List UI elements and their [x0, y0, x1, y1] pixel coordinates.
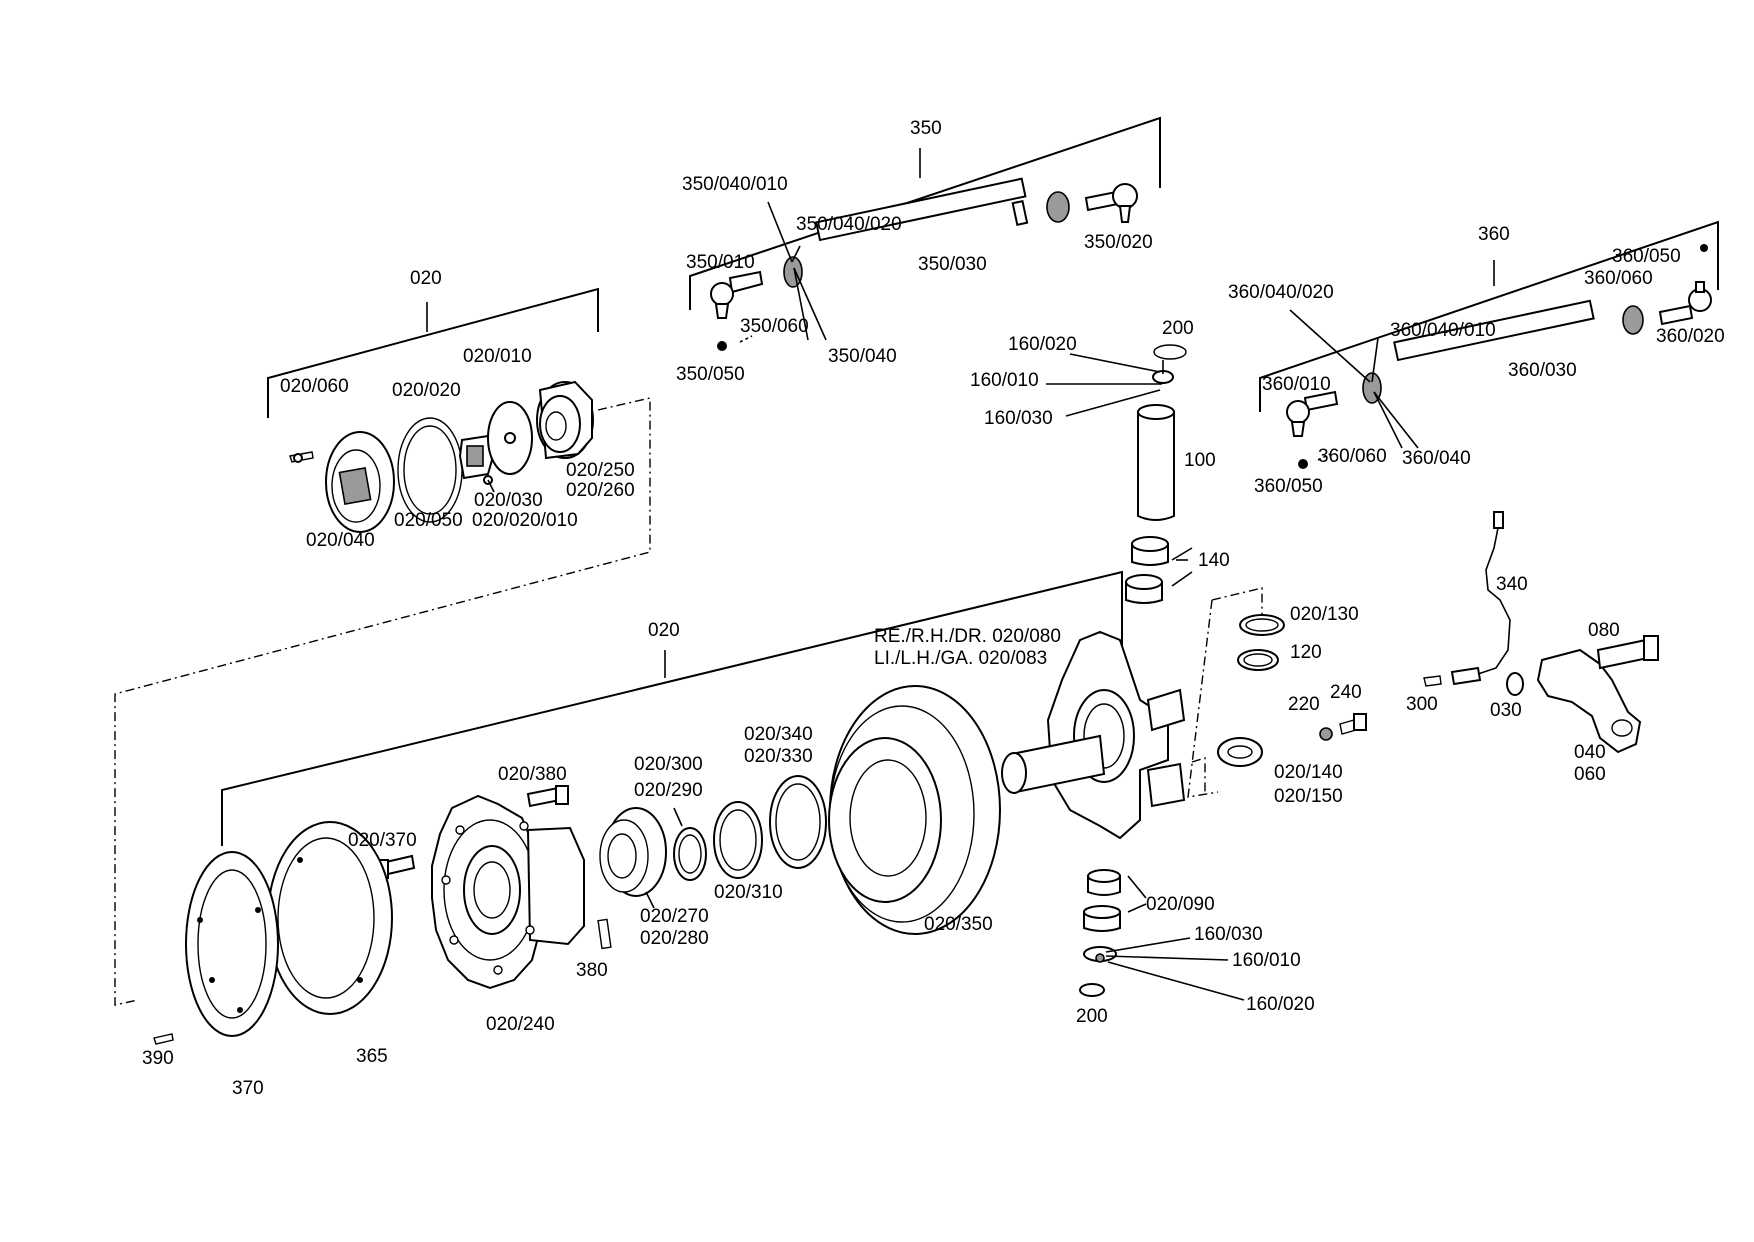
label-350-040-020: 350/040/020 — [796, 214, 902, 235]
label-020-270: 020/270 — [640, 906, 709, 927]
bolts-220-240 — [1319, 713, 1367, 741]
boundary-cap-group — [114, 397, 651, 1006]
label-030: 030 — [1490, 700, 1522, 721]
label-020-140: 020/140 — [1274, 762, 1343, 783]
label-360-040-020: 360/040/020 — [1228, 282, 1334, 303]
label-080: 080 — [1588, 620, 1620, 641]
label-020-130: 020/130 — [1290, 604, 1359, 625]
label-020-090: 020/090 — [1146, 894, 1215, 915]
label-020-top: 020 — [410, 268, 442, 289]
label-360-050-b: 360/050 — [1254, 476, 1323, 497]
label-360-020: 360/020 — [1656, 326, 1725, 347]
label-020-340: 020/340 — [744, 724, 813, 745]
outer-rings — [153, 821, 393, 1045]
leader-lines — [645, 201, 1419, 1001]
label-120: 120 — [1290, 642, 1322, 663]
label-350-010: 350/010 — [686, 252, 755, 273]
group-bracket-020-main — [221, 570, 1123, 846]
label-160-010-bot: 160/010 — [1232, 950, 1301, 971]
label-160-020-bot: 160/020 — [1246, 994, 1315, 1015]
hub-cap-group — [289, 380, 594, 533]
label-360-010: 360/010 — [1262, 374, 1331, 395]
label-020-250: 020/250 — [566, 460, 635, 481]
label-380: 380 — [576, 960, 608, 981]
label-350-050: 350/050 — [676, 364, 745, 385]
label-020-350: 020/350 — [924, 914, 993, 935]
label-140: 140 — [1198, 550, 1230, 571]
label-350-040-010: 350/040/010 — [682, 174, 788, 195]
label-360: 360 — [1478, 224, 1510, 245]
label-360-040-010: 360/040/010 — [1390, 320, 1496, 341]
label-040: 040 — [1574, 742, 1606, 763]
label-350-040: 350/040 — [828, 346, 897, 367]
label-360-060-b: 360/060 — [1318, 446, 1387, 467]
label-020-040: 020/040 — [306, 530, 375, 551]
label-200-bot: 200 — [1076, 1006, 1108, 1027]
group-bracket-350 — [689, 116, 1161, 310]
label-200-top: 200 — [1162, 318, 1194, 339]
label-020-380: 020/380 — [498, 764, 567, 785]
label-020-300: 020/300 — [634, 754, 703, 775]
label-390: 390 — [142, 1048, 174, 1069]
label-350: 350 — [910, 118, 942, 139]
label-020-main: 020 — [648, 620, 680, 641]
group-bracket-020-top — [267, 287, 599, 418]
brake-disc — [828, 685, 1001, 935]
label-020-370: 020/370 — [348, 830, 417, 851]
steering-knuckle — [1001, 630, 1186, 840]
label-160-020-top: 160/020 — [1008, 334, 1077, 355]
label-020-330: 020/330 — [744, 746, 813, 767]
label-020-290: 020/290 — [634, 780, 703, 801]
label-370: 370 — [232, 1078, 264, 1099]
seal-rings — [673, 775, 827, 881]
label-360-050: 360/050 — [1612, 246, 1681, 267]
label-020-020: 020/020 — [392, 380, 461, 401]
label-100: 100 — [1184, 450, 1216, 471]
label-160-030-bot: 160/030 — [1194, 924, 1263, 945]
tie-rod-360 — [1286, 244, 1712, 469]
label-020-050: 020/050 — [394, 510, 463, 531]
lower-kingpin-parts — [1079, 869, 1121, 997]
label-020-150: 020/150 — [1274, 786, 1343, 807]
label-340: 340 — [1496, 574, 1528, 595]
label-020-260: 020/260 — [566, 480, 635, 501]
label-020-030: 020/030 — [474, 490, 543, 511]
wheel-bearing — [599, 807, 667, 897]
label-220: 220 — [1288, 694, 1320, 715]
label-020-240: 020/240 — [486, 1014, 555, 1035]
kingpin-group — [1125, 344, 1187, 604]
label-020-010: 020/010 — [463, 346, 532, 367]
boundary-knuckle-group — [1187, 587, 1263, 798]
label-360-030: 360/030 — [1508, 360, 1577, 381]
part-labels: 350 350/040/010 350/040/020 350/010 350/… — [142, 118, 1725, 1099]
group-bracket-360 — [1259, 220, 1719, 412]
label-rh: RE./R.H./DR. 020/080 — [874, 626, 1061, 647]
label-020-060: 020/060 — [280, 376, 349, 397]
label-300: 300 — [1406, 694, 1438, 715]
label-360-040: 360/040 — [1402, 448, 1471, 469]
label-350-030: 350/030 — [918, 254, 987, 275]
label-020-280: 020/280 — [640, 928, 709, 949]
label-160-030-top: 160/030 — [984, 408, 1053, 429]
label-350-020: 350/020 — [1084, 232, 1153, 253]
sensor-340 — [1423, 511, 1511, 687]
label-020-020-010: 020/020/010 — [472, 510, 578, 531]
label-360-060: 360/060 — [1584, 268, 1653, 289]
label-365: 365 — [356, 1046, 388, 1067]
label-350-060: 350/060 — [740, 316, 809, 337]
label-240: 240 — [1330, 682, 1362, 703]
tie-rod-350 — [710, 177, 1138, 351]
label-160-010-top: 160/010 — [970, 370, 1039, 391]
label-lh: LI./L.H./GA. 020/083 — [874, 648, 1047, 669]
label-020-310: 020/310 — [714, 882, 783, 903]
wheel-hub — [431, 794, 585, 990]
seals-right — [1217, 614, 1285, 767]
steering-arm — [1506, 635, 1659, 754]
label-060: 060 — [1574, 764, 1606, 785]
